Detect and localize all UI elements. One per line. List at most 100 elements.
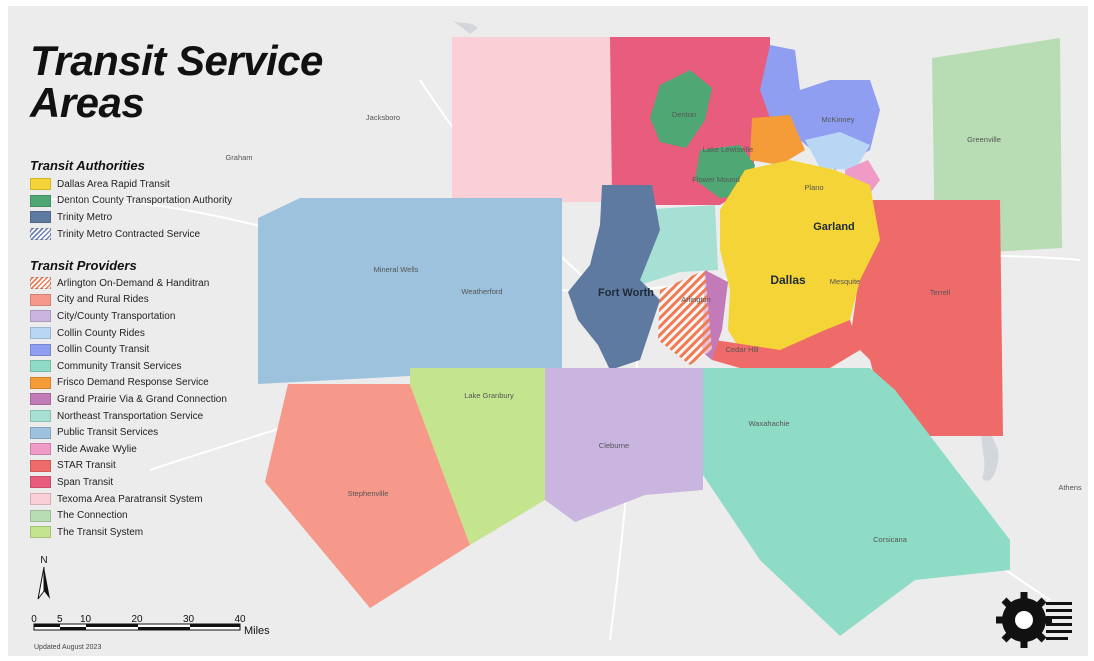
provider-label: Collin County Transit	[57, 344, 150, 356]
area-texoma-paratransit	[452, 37, 612, 202]
label-arlington: Arlington	[681, 295, 711, 304]
provider-swatch	[30, 343, 51, 356]
provider-label: Frisco Demand Response Service	[57, 377, 209, 389]
provider-swatch	[30, 393, 51, 406]
provider-item: Ride Awake Wylie	[30, 441, 227, 458]
authority-swatch	[30, 178, 51, 191]
label-flower-mound: Flower Mound	[692, 175, 740, 184]
provider-swatch	[30, 410, 51, 423]
area-collin-county-rides	[805, 132, 870, 170]
map-title-line2: Areas	[30, 79, 145, 126]
label-corsicana: Corsicana	[873, 535, 908, 544]
scale-tick-label: 0	[31, 614, 37, 625]
provider-label: Ride Awake Wylie	[57, 443, 137, 455]
provider-item: Community Transit Services	[30, 358, 227, 375]
label-greenville: Greenville	[967, 135, 1001, 144]
scale-tick-label: 30	[183, 614, 195, 625]
provider-label: City and Rural Rides	[57, 294, 149, 306]
area-the-transit-system	[410, 368, 545, 545]
provider-label: The Transit System	[57, 526, 144, 538]
provider-swatch	[30, 493, 51, 506]
provider-label: Arlington On-Demand & Handitran	[57, 277, 210, 289]
provider-label: Public Transit Services	[57, 427, 159, 439]
label-fort-worth: Fort Worth	[598, 287, 654, 299]
provider-swatch	[30, 526, 51, 539]
label-graham: Graham	[225, 153, 252, 162]
provider-swatch	[30, 360, 51, 373]
provider-swatch	[30, 277, 51, 290]
north-label: N	[40, 555, 47, 566]
area-public-transit-services	[258, 198, 562, 384]
area-northeast-transportation	[640, 205, 718, 285]
scale-tick-label: 5	[57, 614, 63, 625]
label-jacksboro: Jacksboro	[366, 113, 400, 122]
provider-item: Northeast Transportation Service	[30, 408, 227, 425]
label-garland: Garland	[813, 221, 855, 233]
provider-item: Public Transit Services	[30, 424, 227, 441]
provider-label: Collin County Rides	[57, 327, 145, 339]
provider-item: Grand Prairie Via & Grand Connection	[30, 391, 227, 408]
provider-swatch	[30, 327, 51, 340]
provider-label: Community Transit Services	[57, 360, 182, 372]
scale-tick-label: 20	[131, 614, 143, 625]
provider-item: Span Transit	[30, 474, 227, 491]
provider-label: Span Transit	[57, 476, 114, 488]
label-cedar-hill: Cedar Hill	[726, 345, 759, 354]
label-mineral-wells: Mineral Wells	[374, 265, 419, 274]
label-lewisville: Lake Lewisville	[703, 145, 753, 154]
north-arrow-icon: N	[37, 555, 50, 600]
provider-item: STAR Transit	[30, 458, 227, 475]
area-trinity-metro	[568, 185, 660, 370]
provider-swatch	[30, 310, 51, 323]
provider-swatch	[30, 509, 51, 522]
label-cleburne: Cleburne	[599, 441, 629, 450]
authority-label: Dallas Area Rapid Transit	[57, 178, 170, 190]
label-athens: Athens	[1058, 483, 1082, 492]
scale-tick-label: 40	[234, 614, 246, 625]
authority-item: Dallas Area Rapid Transit	[30, 176, 232, 193]
authority-item: Trinity Metro Contracted Service	[30, 226, 232, 243]
authority-swatch	[30, 194, 51, 207]
provider-label: Texoma Area Paratransit System	[57, 493, 203, 505]
area-city-and-rural-rides	[265, 384, 470, 608]
authority-label: Trinity Metro Contracted Service	[57, 228, 201, 240]
label-mckinney: McKinney	[822, 115, 855, 124]
authority-item: Trinity Metro	[30, 209, 232, 226]
provider-swatch	[30, 376, 51, 389]
agency-logo-icon	[996, 592, 1072, 648]
area-dart	[720, 160, 880, 360]
provider-label: STAR Transit	[57, 460, 116, 472]
map-title: Transit Service Areas	[30, 40, 323, 124]
authority-swatch	[30, 228, 51, 241]
scale-tick-label: 10	[80, 614, 92, 625]
provider-swatch	[30, 293, 51, 306]
authority-swatch	[30, 211, 51, 224]
label-terrell: Terrell	[930, 288, 951, 297]
provider-swatch	[30, 459, 51, 472]
label-weatherford: Weatherford	[461, 287, 502, 296]
provider-label: Grand Prairie Via & Grand Connection	[57, 393, 227, 405]
authority-item: Denton County Transportation Authority	[30, 193, 232, 210]
area-arlington-on-demand	[658, 270, 712, 365]
provider-label: City/County Transportation	[57, 310, 176, 322]
legend-providers-heading: Transit Providers	[30, 258, 137, 273]
scale-unit-label: Miles	[244, 625, 270, 637]
area-frisco-demand	[750, 115, 805, 165]
label-mesquite: Mesquite	[830, 277, 860, 286]
provider-label: The Connection	[57, 510, 128, 522]
provider-item: Arlington On-Demand & Handitran	[30, 275, 227, 292]
provider-item: The Transit System	[30, 524, 227, 541]
area-dcta-denton	[650, 70, 712, 148]
authority-label: Denton County Transportation Authority	[57, 195, 233, 207]
label-dallas: Dallas	[770, 273, 806, 287]
area-star-dallas-south	[712, 320, 860, 368]
provider-item: Frisco Demand Response Service	[30, 375, 227, 392]
provider-item: Texoma Area Paratransit System	[30, 491, 227, 508]
area-city-county-transportation	[545, 368, 703, 522]
provider-item: The Connection	[30, 507, 227, 524]
area-community-transit	[703, 368, 1010, 636]
